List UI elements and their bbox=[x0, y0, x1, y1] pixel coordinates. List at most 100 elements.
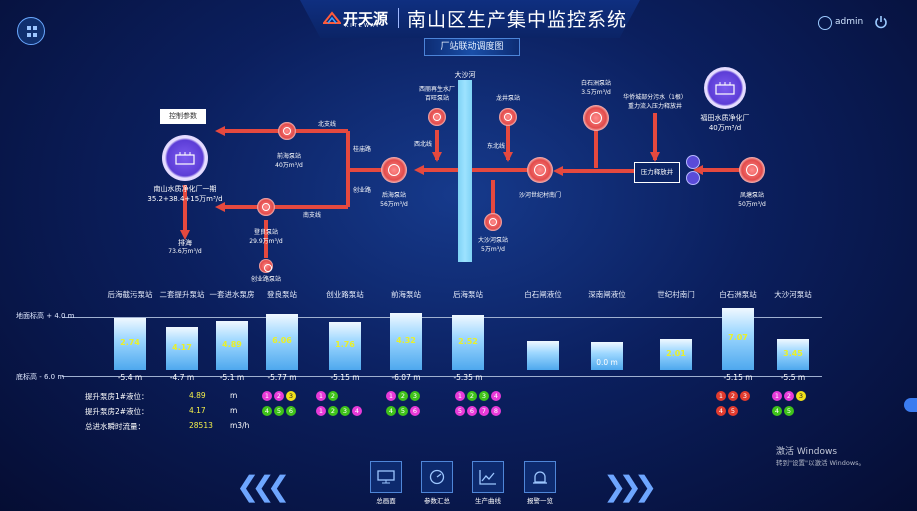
pump-status-dot[interactable]: 2 bbox=[728, 391, 738, 401]
app-title: 南山区生产集中监控系统 bbox=[407, 9, 628, 31]
level-bar[interactable]: 4.32 bbox=[390, 313, 422, 370]
pressure-well[interactable]: 压力释放井 bbox=[634, 162, 680, 183]
level-bar[interactable] bbox=[527, 341, 559, 370]
pump-status-dot[interactable]: 3 bbox=[740, 391, 750, 401]
nav-params-button[interactable]: 参数汇总 bbox=[418, 461, 456, 505]
level-bar[interactable]: 4.17 bbox=[166, 327, 198, 370]
pipe-label-northwest: 西北线 bbox=[414, 141, 433, 148]
pump-shahe[interactable] bbox=[527, 157, 553, 183]
pump-status-dot[interactable]: 6 bbox=[410, 406, 420, 416]
pump-status-dot[interactable]: 6 bbox=[467, 406, 477, 416]
nav-right-arrows[interactable]: ❯❯❯ bbox=[603, 470, 657, 503]
shahe-name: 沙河世纪村南门 bbox=[518, 192, 562, 199]
pump-status-dot[interactable]: 8 bbox=[491, 406, 501, 416]
fengtang-cap: 50万m³/d bbox=[738, 201, 766, 208]
pump-status-dot[interactable]: 1 bbox=[772, 391, 782, 401]
pump-status-dot[interactable]: 1 bbox=[455, 391, 465, 401]
pump-status-dot[interactable]: 2 bbox=[328, 406, 338, 416]
pump-status-dot[interactable]: 5 bbox=[398, 406, 408, 416]
pump-status-dot[interactable]: 5 bbox=[274, 406, 284, 416]
divider bbox=[398, 8, 399, 28]
pump-status-dot[interactable]: 4 bbox=[262, 406, 272, 416]
dengliang-name: 登良泵站 bbox=[253, 229, 279, 236]
pump-baishizhou[interactable] bbox=[583, 105, 609, 131]
pump-status-dot[interactable]: 4 bbox=[491, 391, 501, 401]
pump-houhai[interactable] bbox=[381, 157, 407, 183]
level-station-name: 二套提升泵站 bbox=[159, 290, 205, 299]
level-station-depth: -4.7 m bbox=[169, 373, 195, 382]
valve-upper[interactable] bbox=[686, 155, 700, 169]
level-bar[interactable]: 2.52 bbox=[452, 315, 484, 370]
pipe-label-guimiao: 桂庙路 bbox=[353, 146, 372, 153]
pump-status-dot[interactable]: 3 bbox=[479, 391, 489, 401]
level-bar[interactable]: 7.07 bbox=[722, 308, 754, 370]
nav-alarms-label: 报警一览 bbox=[527, 497, 553, 505]
pump-status-dot[interactable]: 1 bbox=[316, 406, 326, 416]
level-station-name: 创业路泵站 bbox=[326, 290, 364, 299]
pump-status-dot[interactable]: 1 bbox=[386, 391, 396, 401]
pump-status-dot[interactable]: 1 bbox=[262, 391, 272, 401]
level-bar[interactable]: 4.89 bbox=[216, 321, 248, 370]
discharge-value: 73.6万m³/d bbox=[168, 248, 202, 255]
nav-overview-button[interactable]: 总画面 bbox=[367, 461, 405, 505]
pump-status-dot[interactable]: 1 bbox=[716, 391, 726, 401]
plant-futian[interactable] bbox=[704, 67, 746, 109]
pump-status-dot[interactable]: 2 bbox=[467, 391, 477, 401]
menu-button[interactable] bbox=[17, 17, 45, 45]
pump-chuangye[interactable] bbox=[259, 259, 273, 273]
level-bar[interactable]: 1.76 bbox=[329, 322, 361, 370]
pump-longjing[interactable] bbox=[499, 108, 517, 126]
pump-status-dot[interactable]: 3 bbox=[796, 391, 806, 401]
huaqiao-name2: 重力流入压力释放井 bbox=[627, 103, 683, 110]
river bbox=[458, 80, 472, 262]
nav-alarms-button[interactable]: 报警一览 bbox=[521, 461, 559, 505]
valve-lower[interactable] bbox=[686, 171, 700, 185]
pump-status-dot[interactable]: 2 bbox=[328, 391, 338, 401]
control-params-button[interactable]: 控制参数 bbox=[160, 109, 206, 124]
pump-dashahe[interactable] bbox=[484, 213, 502, 231]
pump-qianhai[interactable] bbox=[278, 122, 296, 140]
pump-status-dot[interactable]: 5 bbox=[728, 406, 738, 416]
pump-status-dot[interactable]: 4 bbox=[772, 406, 782, 416]
pump-status-dot[interactable]: 4 bbox=[386, 406, 396, 416]
level-bar[interactable]: 2.74 bbox=[114, 318, 146, 370]
chart-icon bbox=[472, 461, 504, 493]
pipe-label-northeast: 东北线 bbox=[487, 143, 506, 150]
pump-status-dot[interactable]: 2 bbox=[398, 391, 408, 401]
pump-status-dot[interactable]: 2 bbox=[784, 391, 794, 401]
pump-status-dot[interactable]: 2 bbox=[274, 391, 284, 401]
pump-fengtang[interactable] bbox=[739, 157, 765, 183]
gauge-icon bbox=[421, 461, 453, 493]
level-bar[interactable]: 2.01 bbox=[660, 339, 692, 370]
pump-status-dot[interactable]: 5 bbox=[784, 406, 794, 416]
pump-status-dot[interactable]: 4 bbox=[352, 406, 362, 416]
level-station-depth: -6.07 m bbox=[391, 373, 421, 382]
level-station-name: 后海泵站 bbox=[453, 290, 483, 299]
pump-status-dot[interactable]: 5 bbox=[455, 406, 465, 416]
level-bar[interactable]: 6.06 bbox=[266, 314, 298, 370]
pump-xili[interactable] bbox=[428, 108, 446, 126]
title-banner bbox=[300, 0, 640, 38]
nav-left-arrows[interactable]: ❮❮❮ bbox=[236, 470, 290, 503]
level-station-name: 一套进水泵房 bbox=[209, 290, 255, 299]
pump-status-dot[interactable]: 1 bbox=[316, 391, 326, 401]
side-expand-tab[interactable] bbox=[904, 398, 917, 412]
plant-main[interactable] bbox=[162, 135, 208, 181]
level-station-depth: -5.35 m bbox=[453, 373, 483, 382]
level-bar[interactable] bbox=[591, 342, 623, 370]
pump-status-dot[interactable]: 7 bbox=[479, 406, 489, 416]
baishizhou-cap: 3.5万m³/d bbox=[581, 89, 611, 96]
nav-curves-button[interactable]: 生产曲线 bbox=[469, 461, 507, 505]
pump-status-dot[interactable]: 3 bbox=[286, 391, 296, 401]
user-name[interactable]: admin bbox=[835, 17, 864, 27]
user-icon[interactable] bbox=[818, 16, 832, 30]
level-bar[interactable]: 3.45 bbox=[777, 339, 809, 370]
pump-status-dot[interactable]: 3 bbox=[410, 391, 420, 401]
level-bar-value: 2.52 bbox=[458, 337, 478, 346]
pump-dengliang[interactable] bbox=[257, 198, 275, 216]
pump-status-dot[interactable]: 3 bbox=[340, 406, 350, 416]
pump-status-dot[interactable]: 4 bbox=[716, 406, 726, 416]
pump-status-dot[interactable]: 6 bbox=[286, 406, 296, 416]
power-icon[interactable] bbox=[874, 15, 888, 29]
